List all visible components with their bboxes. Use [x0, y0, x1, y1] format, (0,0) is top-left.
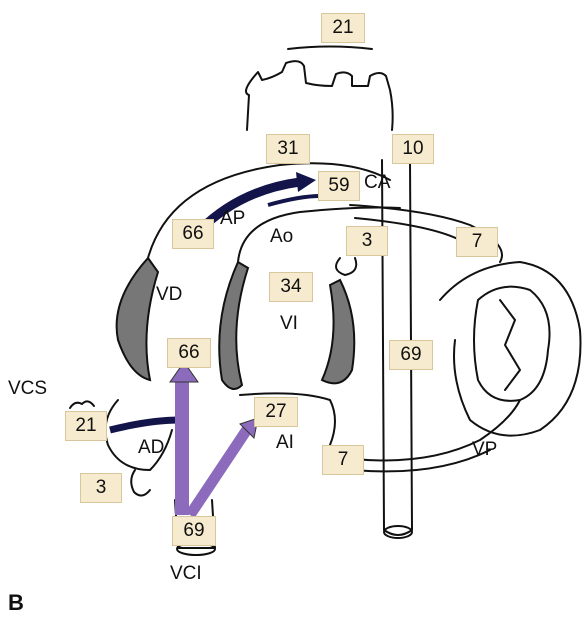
ductus-arrow-shaft [200, 182, 300, 230]
valve-left [117, 258, 158, 380]
right-atrium [106, 400, 172, 470]
value-arch-right: 10 [392, 134, 434, 164]
value-desc-aorta: 69 [389, 340, 433, 370]
value-pa-trunk: 66 [172, 219, 214, 249]
label-vi: VI [280, 313, 298, 335]
label-vci: VCI [170, 563, 202, 585]
aortic-curl [336, 258, 356, 275]
ra-appendage [131, 470, 150, 496]
label-vp: VP [472, 439, 497, 461]
panel-label: B [8, 590, 24, 616]
aortic-arch [246, 61, 393, 130]
label-ca: CA [364, 172, 390, 194]
label-vd: VD [156, 284, 182, 306]
value-ivc: 69 [172, 516, 216, 546]
value-rv-lower: 66 [167, 338, 211, 368]
value-la: 27 [254, 397, 298, 427]
lung-vessels [474, 287, 550, 401]
value-ao-side: 3 [346, 226, 388, 256]
label-ao: Ao [270, 226, 293, 248]
label-ai: AI [276, 432, 294, 454]
value-pulm-vein-upper: 7 [456, 227, 498, 257]
lung-outline [440, 262, 581, 436]
value-top: 21 [321, 13, 365, 43]
value-ca: 59 [318, 171, 360, 201]
svc-arrow [110, 420, 180, 430]
value-pulm-vein-lower: 7 [322, 445, 364, 475]
lung-vessel-branch [500, 300, 520, 390]
value-ra-lower: 3 [80, 473, 122, 503]
value-svc: 21 [65, 411, 107, 441]
septum [219, 262, 248, 389]
ap-arrow [268, 196, 320, 205]
top-vessel-line [288, 47, 372, 50]
label-vcs: VCS [8, 378, 47, 400]
value-arch-left: 31 [266, 134, 310, 164]
value-lv: 34 [269, 272, 313, 302]
label-ap: AP [220, 208, 245, 230]
ivc-arrow-la-shaft [190, 428, 248, 515]
svc-stub [70, 401, 94, 408]
valve-right [322, 280, 354, 383]
ductus-arrow-head [296, 172, 316, 192]
label-ad: AD [138, 437, 164, 459]
